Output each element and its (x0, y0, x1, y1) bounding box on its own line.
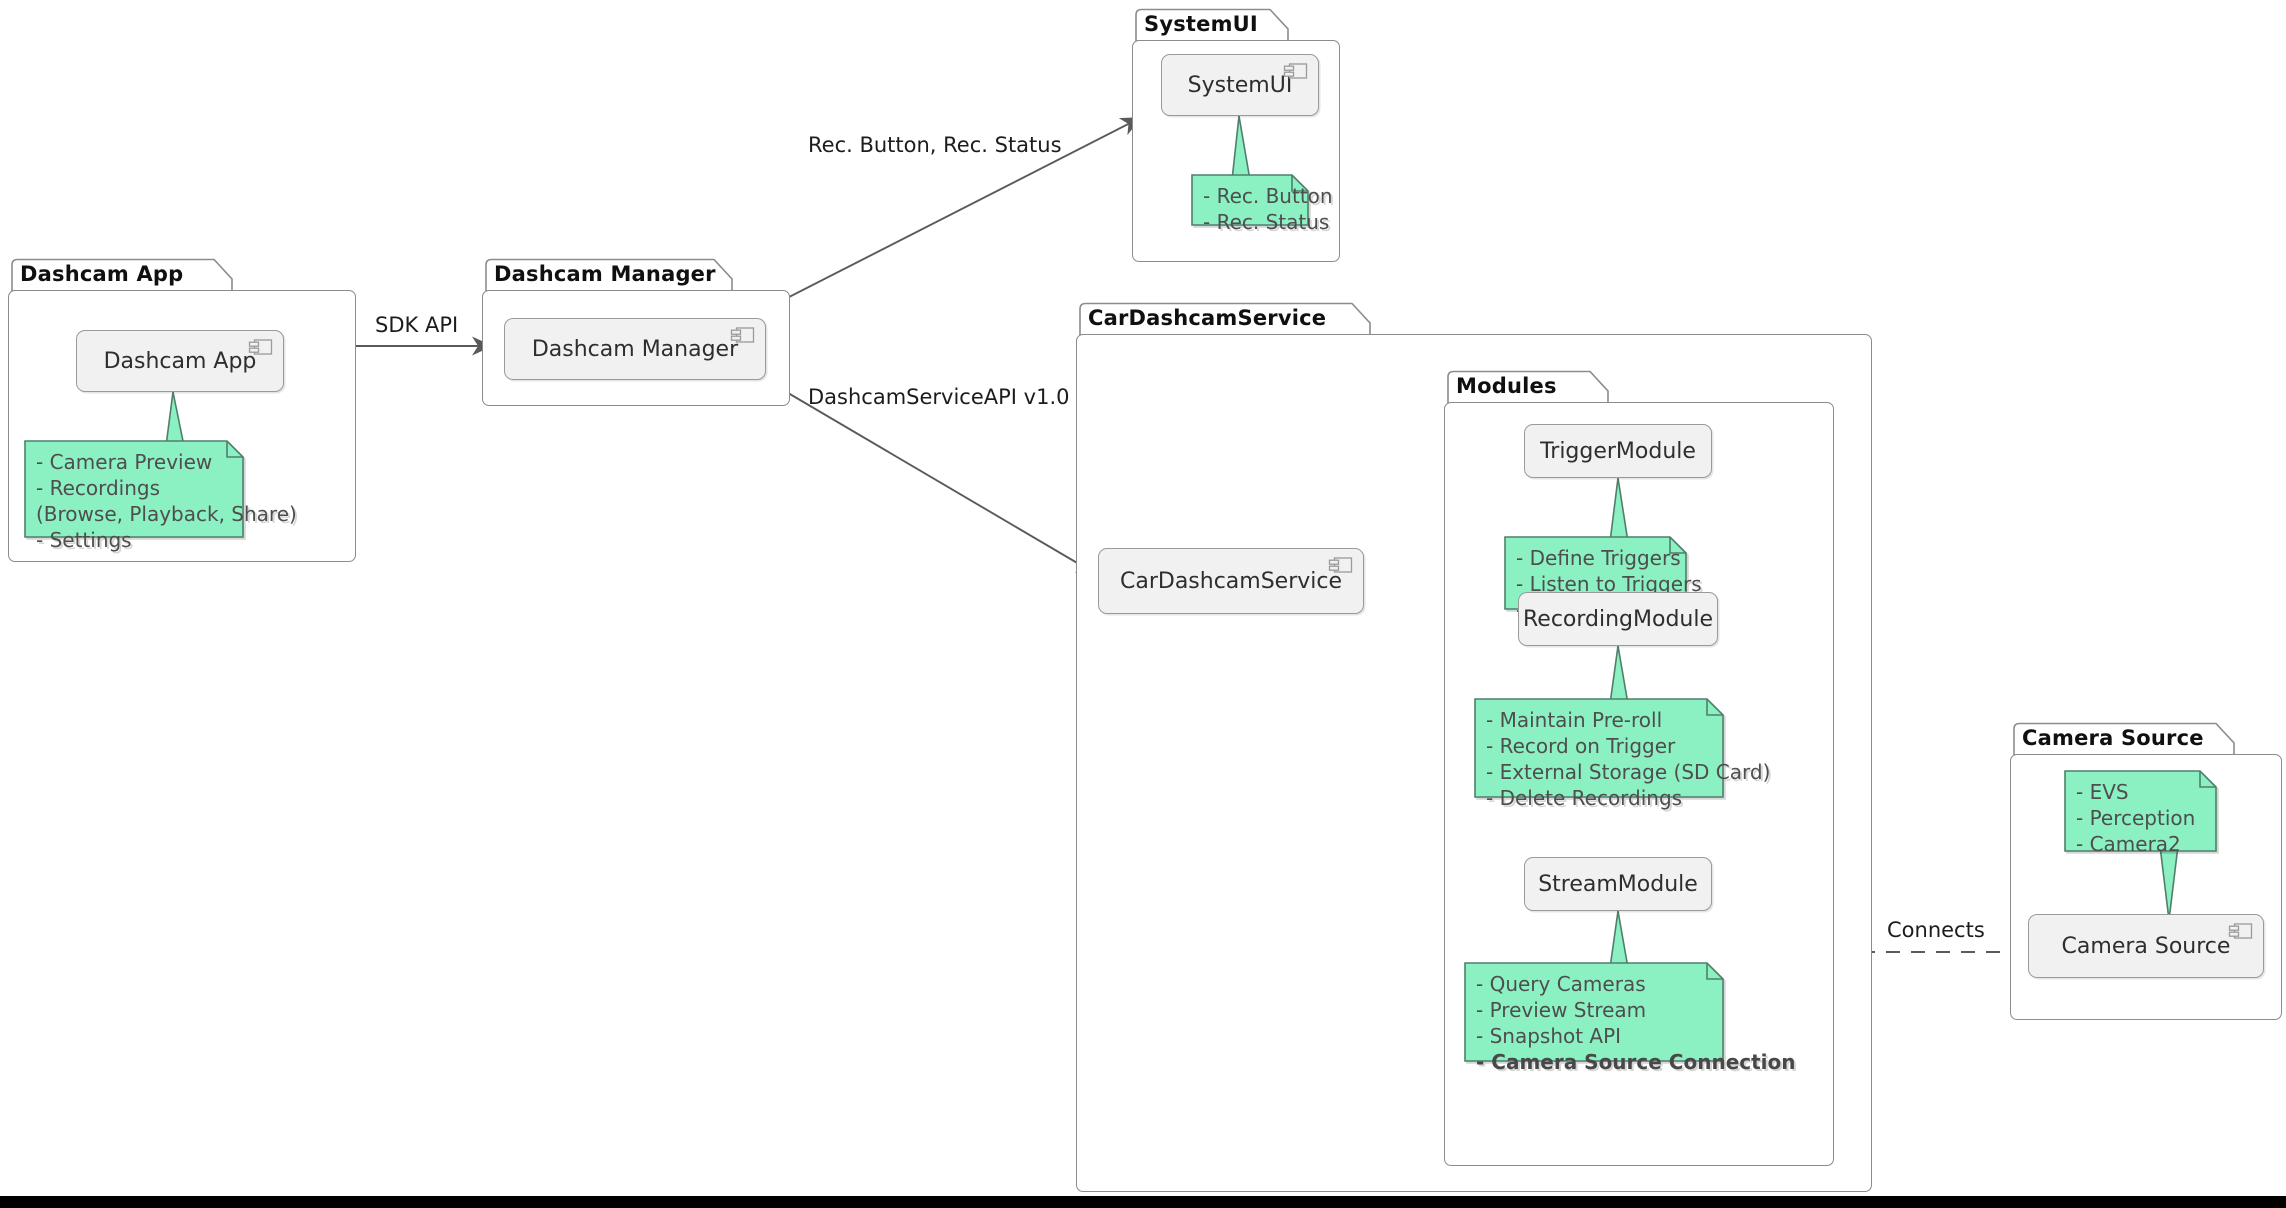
package-tab-shape (1079, 302, 1371, 336)
note-line: - EVS (2076, 780, 2129, 804)
package-title-modules: Modules (1456, 374, 1557, 398)
package-title-dashcam-app: Dashcam App (20, 262, 184, 286)
note-line: - Rec. Status (1203, 210, 1330, 234)
note-line: - Camera Source Connection (1476, 1050, 1796, 1074)
edge-rec-button-status (747, 117, 1142, 319)
package-title-car-dashcam-service: CarDashcamService (1088, 306, 1327, 330)
note-shape (1504, 536, 1687, 610)
component-dashcam-app[interactable]: Dashcam App (76, 330, 284, 392)
edge-label-rec-button-status: Rec. Button, Rec. Status (808, 133, 1062, 157)
note-camera-source: - EVS - Perception - Camera2 (2064, 770, 2217, 856)
note-shape (1474, 698, 1724, 798)
note-line: - External Storage (SD Card) (1486, 760, 1771, 784)
component-recording-module[interactable]: RecordingModule (1518, 592, 1718, 646)
note-line: - Delete Recordings (1486, 786, 1683, 810)
note-stream-module: - Query Cameras - Preview Stream - Snaps… (1464, 962, 1796, 1074)
uml-component-icon (2228, 923, 2253, 939)
package-dashcam-app: Dashcam App Dashcam App - Camera Preview… (8, 258, 356, 562)
note-line: - Settings (36, 528, 132, 552)
note-line: - Camera2 (2076, 832, 2181, 856)
note-line: - Camera Preview (36, 450, 213, 474)
note-shape (24, 440, 244, 538)
note-shape (1464, 962, 1724, 1062)
package-camera-source: Camera Source - EVS - Perception - Camer… (2010, 722, 2282, 1020)
edge-label-connects: Connects (1887, 918, 1985, 942)
note-line: - Query Cameras (1476, 972, 1646, 996)
package-title-dashcam-manager: Dashcam Manager (494, 262, 716, 286)
component-label: CarDashcamService (1119, 568, 1343, 594)
edge-label-sdk-api: SDK API (375, 313, 459, 337)
uml-component-icon (248, 339, 273, 355)
package-title-system-ui: SystemUI (1144, 12, 1258, 36)
note-recording-module: - Maintain Pre-roll - Record on Trigger … (1474, 698, 1771, 810)
package-system-ui: SystemUI SystemUI - Rec. Button - Rec. S… (1132, 8, 1340, 262)
edge-dashcam-service-api (782, 389, 1098, 575)
note-shape (2064, 770, 2217, 852)
component-label: Dashcam App (103, 348, 257, 374)
component-label: Camera Source (2061, 933, 2231, 959)
uml-component-icon (730, 327, 755, 343)
note-system-ui: - Rec. Button - Rec. Status (1191, 174, 1333, 234)
package-tab-shape (1447, 370, 1609, 404)
bottom-bar (0, 1196, 2286, 1208)
component-car-dashcam-service[interactable]: CarDashcamService (1098, 548, 1364, 614)
uml-component-icon (1328, 557, 1353, 573)
component-camera-source[interactable]: Camera Source (2028, 914, 2264, 978)
package-dashcam-manager: Dashcam Manager Dashcam Manager (482, 258, 790, 406)
note-line: (Browse, Playback, Share) (36, 502, 297, 526)
note-line: - Maintain Pre-roll (1486, 708, 1663, 732)
note-line: - Snapshot API (1476, 1024, 1622, 1048)
edge-label-dashcam-service-api: DashcamServiceAPI v1.0 (808, 385, 1070, 409)
component-dashcam-manager[interactable]: Dashcam Manager (504, 318, 766, 380)
component-trigger-module[interactable]: TriggerModule (1524, 424, 1712, 478)
note-dashcam-app: - Camera Preview - Recordings (Browse, P… (24, 440, 297, 552)
note-shape (1191, 174, 1309, 226)
package-car-dashcam-service: CarDashcamService CarDashcamService Modu… (1076, 302, 1872, 1192)
package-tab-shape (2013, 722, 2235, 756)
component-label: RecordingModule (1522, 606, 1714, 632)
note-line: - Rec. Button (1203, 184, 1333, 208)
component-label: StreamModule (1538, 871, 1698, 897)
note-line: - Perception (2076, 806, 2196, 830)
component-system-ui[interactable]: SystemUI (1161, 54, 1319, 116)
uml-component-icon (1283, 63, 1308, 79)
note-line: - Recordings (36, 476, 161, 500)
component-label: TriggerModule (1540, 438, 1696, 464)
package-tab-shape (485, 258, 733, 292)
component-label: Dashcam Manager (531, 336, 739, 362)
package-tab-shape (11, 258, 233, 292)
note-line: - Preview Stream (1476, 998, 1647, 1022)
package-title-camera-source: Camera Source (2022, 726, 2204, 750)
component-stream-module[interactable]: StreamModule (1524, 857, 1712, 911)
package-tab-shape (1135, 8, 1289, 42)
package-modules: Modules TriggerModule - Define Triggers … (1444, 370, 1834, 1166)
note-line: - Define Triggers (1516, 546, 1681, 570)
note-line: - Record on Trigger (1486, 734, 1676, 758)
